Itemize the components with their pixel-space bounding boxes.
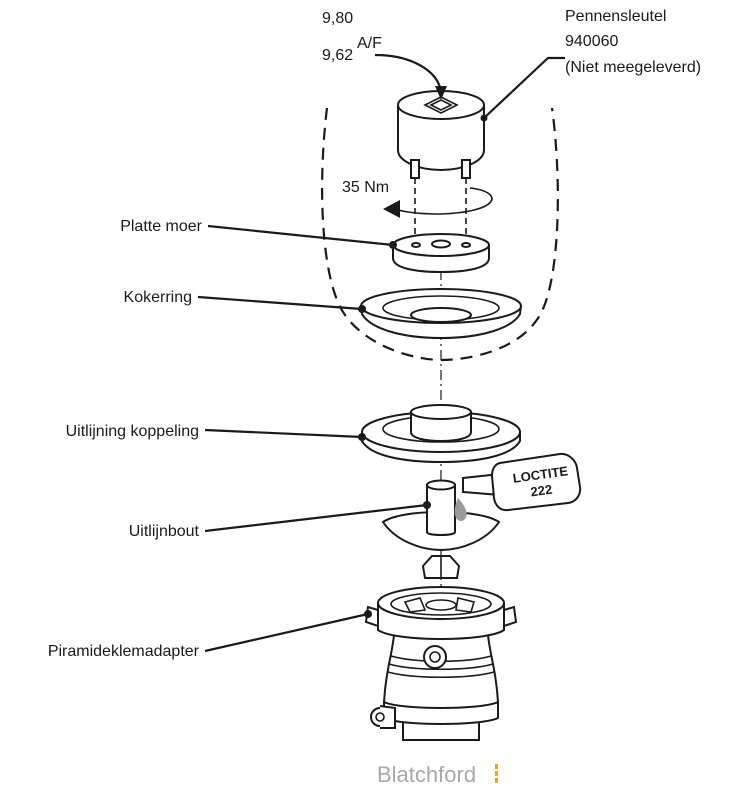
label-uitlijnbout: Uitlijnbout xyxy=(129,523,200,540)
label-kokerring: Kokerring xyxy=(124,289,192,306)
leader-lines xyxy=(197,56,565,653)
loctite-number-text: 222 xyxy=(530,482,554,500)
loctite-drop xyxy=(454,498,467,522)
dimension-max: 9,80 xyxy=(322,10,353,27)
torque-arrow xyxy=(394,187,493,215)
dimension-unit: A/F xyxy=(357,35,382,52)
pyramid-clamp-adapter xyxy=(364,586,518,741)
flat-nut xyxy=(392,233,490,274)
socket-arrow xyxy=(374,53,443,93)
tool-name: Pennensleutel xyxy=(565,8,666,25)
leader-platte-moer xyxy=(207,224,394,247)
leader-kokerring xyxy=(197,295,363,311)
dashed-enclosure xyxy=(321,107,559,362)
brand-logo: Blatchford xyxy=(377,762,476,787)
alignment-coupling xyxy=(361,404,521,464)
label-piramideklemadapter: Piramideklemadapter xyxy=(48,643,200,660)
leader-uitlijning-koppeling xyxy=(204,428,363,439)
label-uitlijning-koppeling: Uitlijning koppeling xyxy=(66,423,199,440)
pin-spanner xyxy=(397,90,485,240)
label-platte-moer: Platte moer xyxy=(120,218,202,235)
socket-ring xyxy=(359,288,523,340)
leader-pin-spanner xyxy=(483,56,565,119)
tool-number: 940060 xyxy=(565,33,618,50)
loctite-bottle xyxy=(454,452,582,522)
torque-value: 35 Nm xyxy=(342,179,389,196)
leader-uitlijnbout xyxy=(204,503,428,533)
tool-note: (Niet meegeleverd) xyxy=(565,59,701,76)
brand-logo-mark xyxy=(495,764,498,783)
alignment-bolt xyxy=(381,479,501,579)
torque-arrowhead xyxy=(383,200,400,218)
leader-piramideklemadapter xyxy=(204,612,369,653)
dimension-min: 9,62 xyxy=(322,47,353,64)
